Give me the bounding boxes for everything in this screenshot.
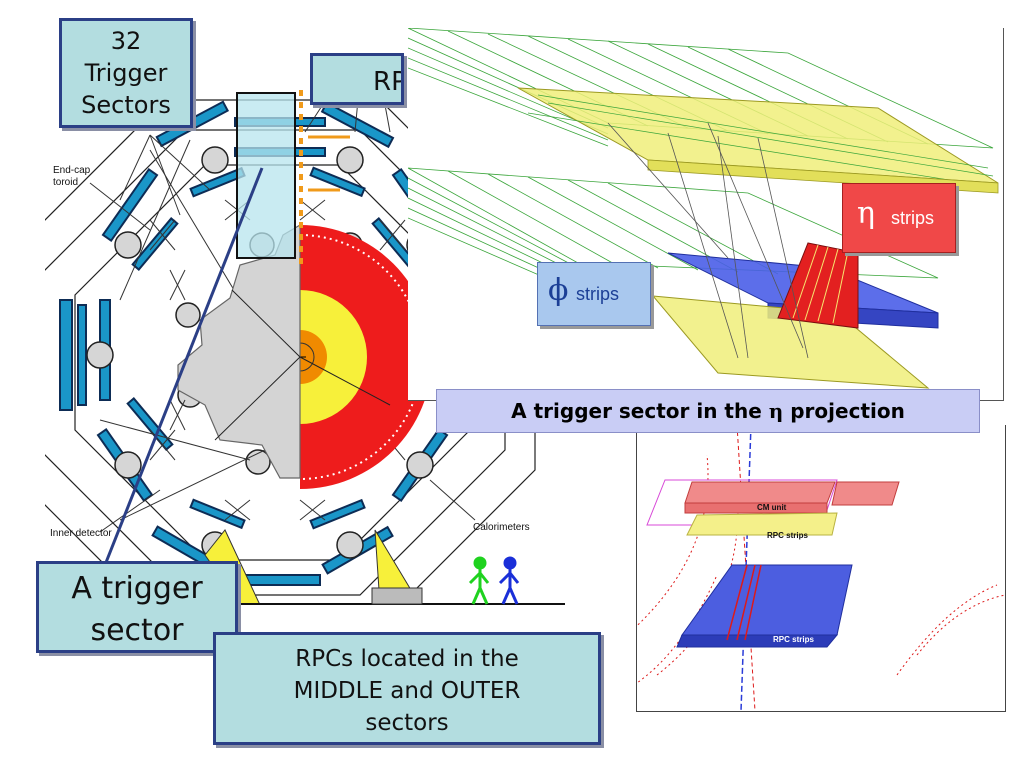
trigger-sector-3d-drawing <box>407 27 999 389</box>
cm-unit-drawing <box>616 424 1006 712</box>
eta-strips-tag: η strips <box>842 183 956 253</box>
trigger-sectors-callout: 32 Trigger Sectors <box>59 18 193 128</box>
trigger-sector-caption: A trigger sector in the η projection <box>436 389 980 433</box>
rpc-callout: RP <box>310 53 404 105</box>
phi-strips-label: strips <box>576 284 620 304</box>
phi-strips-tag: ϕ strips <box>537 262 651 326</box>
trigger-sector-pointer <box>103 167 264 566</box>
trigger-sector-highlight <box>236 92 296 259</box>
eta-symbol: η <box>857 196 875 231</box>
cm-unit-label: CM unit <box>757 503 787 512</box>
human-figures <box>468 556 520 605</box>
inner-detector-label: Inner detector <box>50 528 112 539</box>
a-trigger-sector-callout: A trigger sector <box>36 561 238 653</box>
rpcs-located-callout: RPCs located in the MIDDLE and OUTER sec… <box>213 632 601 745</box>
rpc-strips-bottom-label: RPC strips <box>773 635 814 644</box>
eta-strips-label: strips <box>891 208 935 228</box>
phi-symbol: ϕ <box>548 273 569 308</box>
endcap-gear <box>177 223 301 479</box>
calorimeters-label: Calorimeters <box>473 522 530 533</box>
rpc-strips-top-label: RPC strips <box>767 531 808 540</box>
caption-symbol: η <box>768 399 784 423</box>
caption-text: A trigger sector in the <box>511 399 769 423</box>
cm-unit-inset: CM unit RPC strips RPC strips <box>616 424 1006 712</box>
caption-bold: projection <box>783 399 905 423</box>
endcap-toroid-label: End-cap toroid <box>53 165 91 188</box>
